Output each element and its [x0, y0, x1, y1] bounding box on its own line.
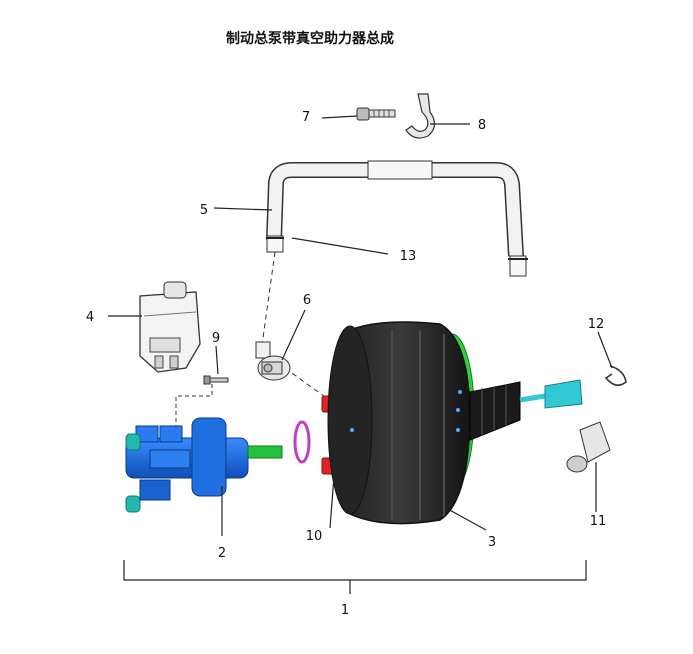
callout-7: 7: [302, 110, 310, 125]
callout-10: 10: [306, 529, 323, 544]
callout-6: 6: [303, 293, 311, 308]
leader-lines: [108, 115, 613, 594]
clip-part-8: [405, 93, 436, 139]
callout-9: 9: [212, 331, 220, 346]
callout-4: 4: [86, 310, 94, 325]
callout-11: 11: [590, 514, 607, 529]
master-cylinder-part-2: [125, 417, 283, 513]
vacuum-booster-part-3: [327, 321, 475, 525]
bolt-part-7: [356, 107, 396, 121]
booster-boot-and-clevis: [469, 379, 583, 441]
callout-3: 3: [488, 535, 496, 550]
diagram-title: 制动总泵带真空助力器总成: [226, 31, 394, 47]
callout-2: 2: [218, 546, 226, 561]
callout-5: 5: [200, 203, 208, 218]
clevis-pin-part-11: [566, 421, 611, 473]
callout-labels: 1 2 3 4 5 6 7 8 9 10 11 12 13: [86, 110, 606, 618]
o-ring-seal: [293, 420, 311, 464]
hose-assembly-dashed-line: [261, 251, 276, 346]
vacuum-hose-part-5: [266, 160, 528, 277]
screw-dashed-line: [175, 384, 213, 440]
clip-pin-part-12: [604, 365, 627, 386]
callout-1: 1: [341, 603, 349, 618]
screw-part-9: [203, 375, 229, 385]
fluid-reservoir-part-4: [139, 281, 201, 373]
check-valve-part-6: [255, 341, 291, 381]
callout-8: 8: [478, 118, 486, 133]
callout-12: 12: [588, 317, 605, 332]
callout-13: 13: [400, 249, 417, 264]
